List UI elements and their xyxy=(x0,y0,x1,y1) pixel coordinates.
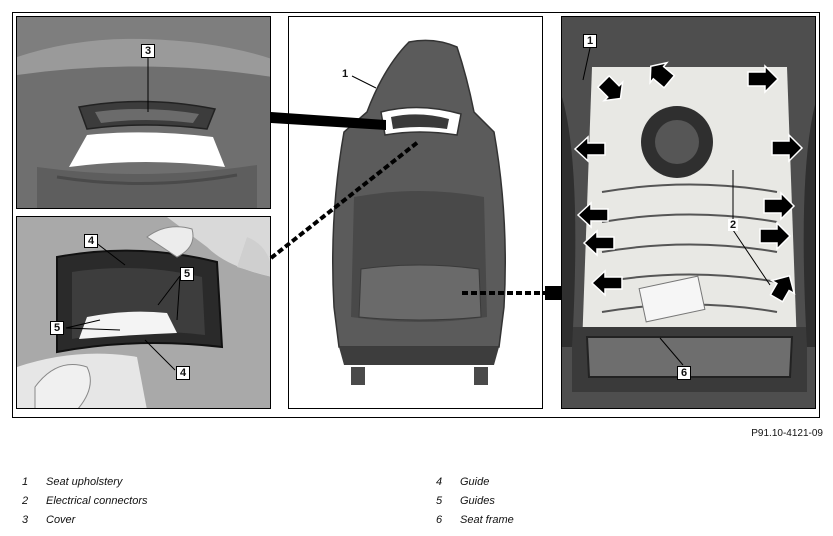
seat-frame-illustration xyxy=(562,17,815,408)
callout-seat-upholstery-mid: 1 xyxy=(342,68,349,80)
figure-reference: P91.10-4121-09 xyxy=(751,428,823,439)
legend-item: 5 Guides xyxy=(436,495,514,514)
callout-guides-top: 5 xyxy=(180,267,195,281)
legend-number: 5 xyxy=(436,495,443,507)
legend-item: 3 Cover xyxy=(22,514,148,533)
panel-seat-overview xyxy=(288,16,543,409)
callout-seat-upholstery-right: 1 xyxy=(583,34,598,48)
legend-text: Guides xyxy=(460,495,495,507)
legend-text: Seat frame xyxy=(460,514,514,526)
legend-number: 4 xyxy=(436,476,443,488)
legend-right: 4 Guide 5 Guides 6 Seat frame xyxy=(436,476,514,533)
legend-item: 4 Guide xyxy=(436,476,514,495)
callout-cover: 3 xyxy=(141,44,156,58)
callout-electrical-connectors: 2 xyxy=(728,219,739,231)
callout-guides-left: 5 xyxy=(50,321,65,335)
legend-text: Electrical connectors xyxy=(46,495,148,507)
callout-guide-top: 4 xyxy=(84,234,99,248)
callout-guide-bottom: 4 xyxy=(176,366,191,380)
panel-guides-detail xyxy=(16,216,271,409)
legend-number: 2 xyxy=(22,495,29,507)
legend-item: 6 Seat frame xyxy=(436,514,514,533)
panel-seat-frame xyxy=(561,16,816,409)
seat-illustration xyxy=(289,17,542,408)
legend-number: 3 xyxy=(22,514,29,526)
legend-text: Guide xyxy=(460,476,490,488)
legend-number: 6 xyxy=(436,514,443,526)
legend-text: Seat upholstery xyxy=(46,476,123,488)
callout-seat-frame: 6 xyxy=(677,366,692,380)
legend-item: 1 Seat upholstery xyxy=(22,476,148,495)
legend-number: 1 xyxy=(22,476,29,488)
legend-item: 2 Electrical connectors xyxy=(22,495,148,514)
legend-text: Cover xyxy=(46,514,76,526)
guides-detail-illustration xyxy=(17,217,270,408)
